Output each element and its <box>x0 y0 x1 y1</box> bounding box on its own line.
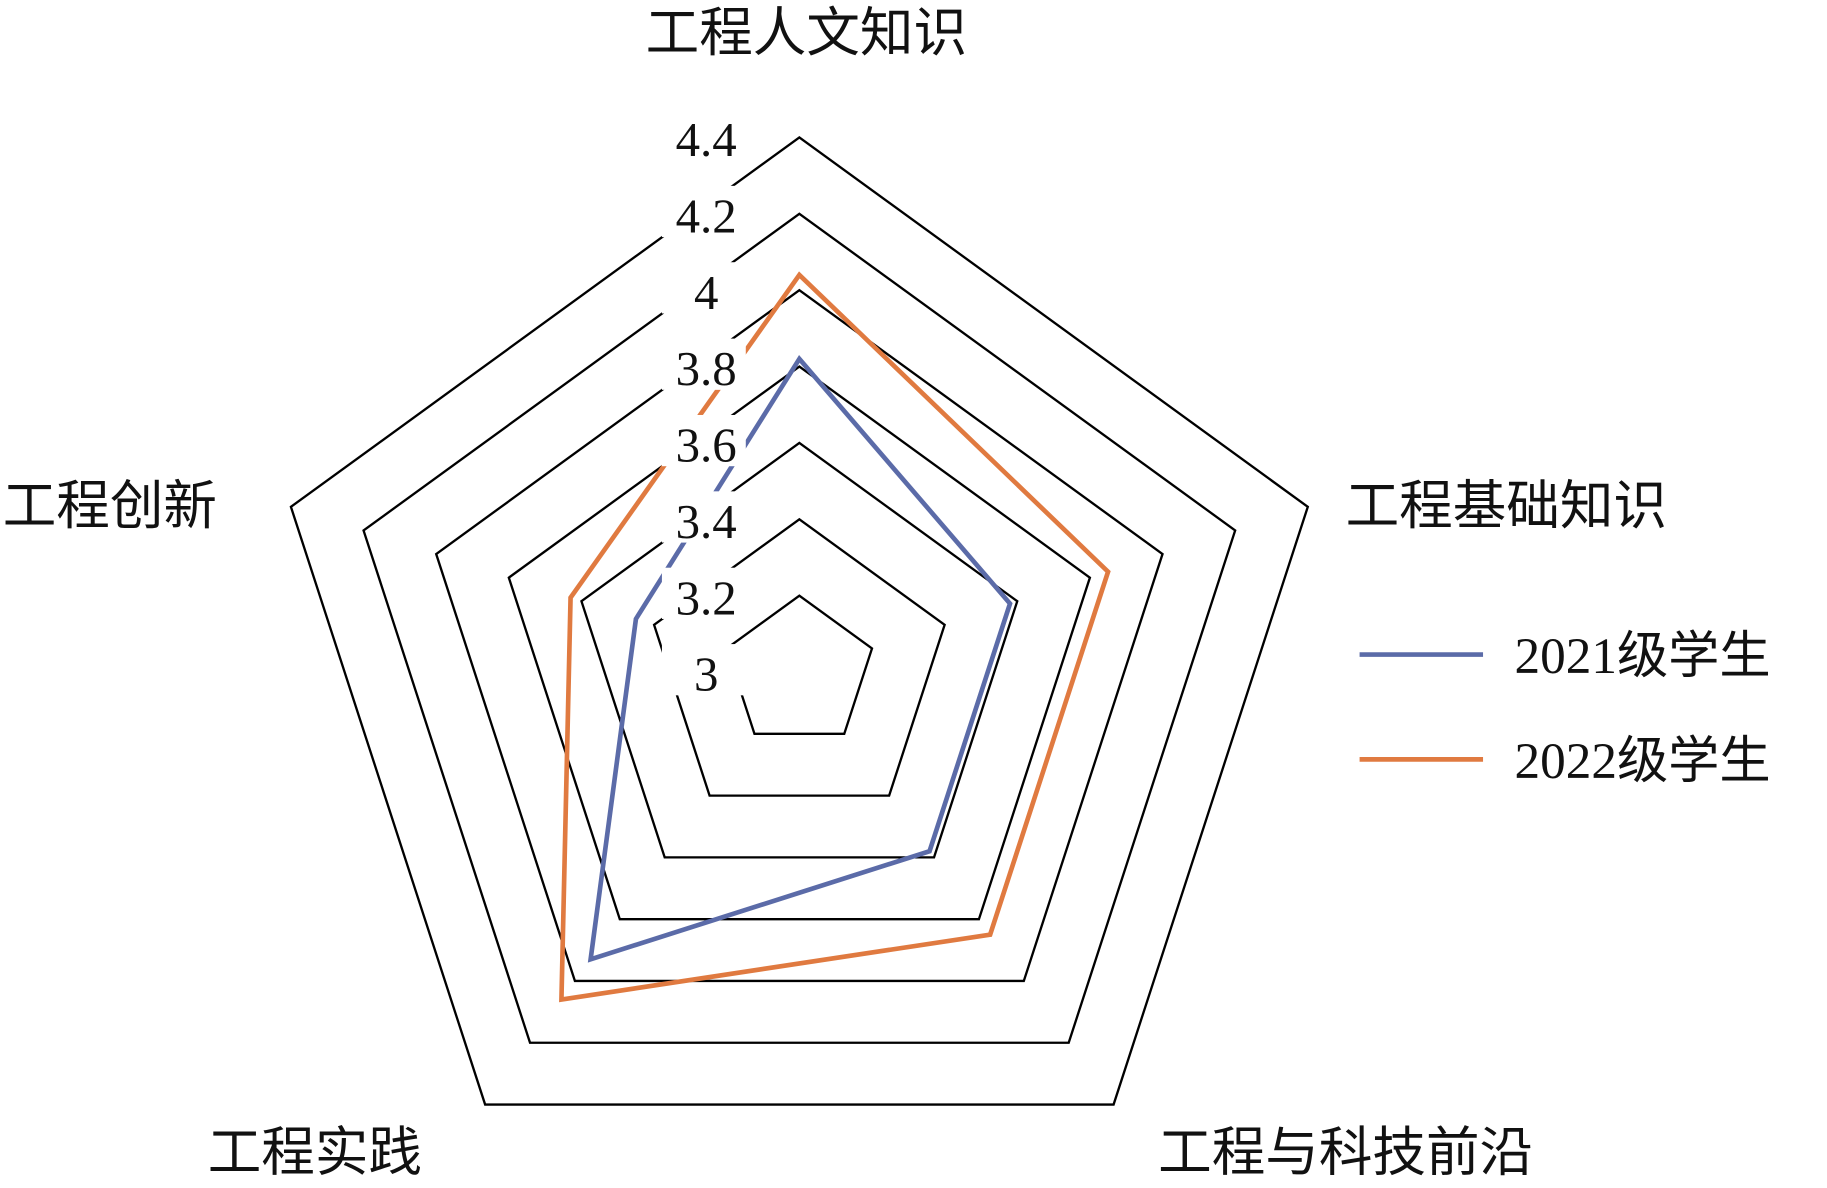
grid-ring <box>580 441 1019 859</box>
category-label-2: 工程与科技前沿 <box>1158 1123 1533 1183</box>
category-label-0: 工程人文知识 <box>646 3 967 63</box>
tick-labels: 3 3.2 3.4 3.6 3.8 4 4.2 4.4 <box>661 109 746 702</box>
tick-label-bg <box>661 262 746 314</box>
grid-ring <box>507 365 1092 921</box>
grid-rings <box>289 135 1310 1106</box>
category-label-3: 工程实践 <box>208 1123 422 1183</box>
tick-label-bg <box>661 109 746 161</box>
series-lines <box>559 271 1111 1003</box>
grid-ring <box>725 594 874 735</box>
tick-label-bg <box>661 185 746 238</box>
tick-label: 3.4 <box>676 494 737 549</box>
category-label-4: 工程创新 <box>3 476 217 536</box>
legend: 2021级学生 2022级学生 <box>1359 628 1771 790</box>
legend-label-2021: 2021级学生 <box>1514 628 1770 685</box>
tick-label-bg <box>661 414 746 467</box>
tick-label: 3.8 <box>676 341 737 396</box>
tick-label-bg <box>661 567 746 619</box>
grid-ring <box>362 212 1237 1044</box>
tick-label: 3.6 <box>676 418 737 473</box>
grid-ring <box>434 288 1164 983</box>
grid-ring <box>289 135 1310 1106</box>
tick-label-bg <box>661 644 746 696</box>
tick-label: 3 <box>694 647 718 702</box>
legend-label-2022: 2022级学生 <box>1514 733 1770 790</box>
series-line-0 <box>587 355 1013 963</box>
category-label-1: 工程基础知识 <box>1346 476 1667 536</box>
tick-label-bg <box>661 491 746 543</box>
tick-label: 3.2 <box>676 570 737 625</box>
tick-label: 4.2 <box>676 188 737 243</box>
series-line-1 <box>559 271 1111 1003</box>
category-labels: 工程人文知识 工程基础知识 工程与科技前沿 工程实践 工程创新 <box>3 3 1667 1182</box>
tick-label: 4.4 <box>676 112 737 167</box>
tick-label-bg <box>661 338 746 390</box>
tick-label: 4 <box>694 265 718 320</box>
